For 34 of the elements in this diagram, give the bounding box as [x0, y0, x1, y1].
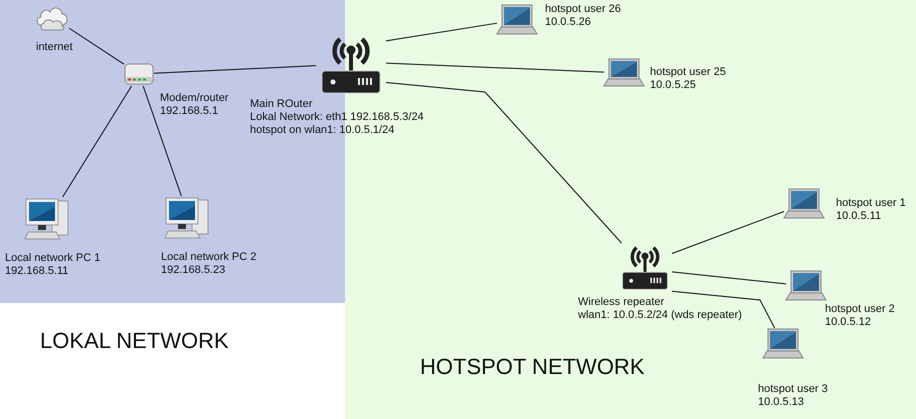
network-link	[62, 86, 132, 198]
device-label: hotspot user 1	[836, 197, 906, 210]
network-link	[672, 290, 776, 328]
device-label: hotspot user 3	[758, 383, 828, 396]
device-label: Local network PC 1	[5, 252, 100, 265]
device-label: Main ROuter	[250, 98, 312, 111]
network-link	[672, 211, 784, 254]
network-address: wlan1: 10.0.5.2/24 (wds repeater)	[578, 309, 742, 322]
network-address: 10.0.5.13	[758, 396, 804, 409]
network-address: 10.0.5.26	[545, 16, 591, 29]
network-link	[142, 86, 182, 196]
device-label: Local network PC 2	[161, 251, 256, 264]
network-link	[672, 271, 786, 284]
network-address: Lokal Network: eth1 192.168.5.3/24	[250, 111, 424, 124]
network-address: 10.0.5.11	[836, 210, 882, 223]
network-link	[386, 62, 604, 73]
network-address: 10.0.5.12	[825, 316, 871, 329]
network-link	[386, 22, 498, 42]
device-label: internet	[36, 41, 73, 54]
device-label: hotspot user 26	[545, 3, 621, 16]
network-address: hotspot on wlan1: 10.0.5.1/24	[250, 124, 394, 137]
network-link	[154, 65, 316, 74]
device-label: Modem/router	[160, 92, 228, 105]
device-label: hotspot user 25	[650, 66, 726, 79]
network-link	[68, 28, 124, 65]
network-link	[386, 82, 622, 244]
network-address: 192.168.5.23	[161, 264, 226, 277]
network-address: 192.168.5.11	[5, 265, 68, 278]
zone-heading: LOKAL NETWORK	[40, 328, 229, 354]
device-label: hotspot user 2	[825, 303, 895, 316]
device-label: Wireless repeater	[578, 296, 664, 309]
zone-heading: HOTSPOT NETWORK	[420, 354, 644, 380]
network-address: 10.0.5.25	[650, 79, 696, 92]
network-address: 192.168.5.1	[160, 105, 218, 118]
